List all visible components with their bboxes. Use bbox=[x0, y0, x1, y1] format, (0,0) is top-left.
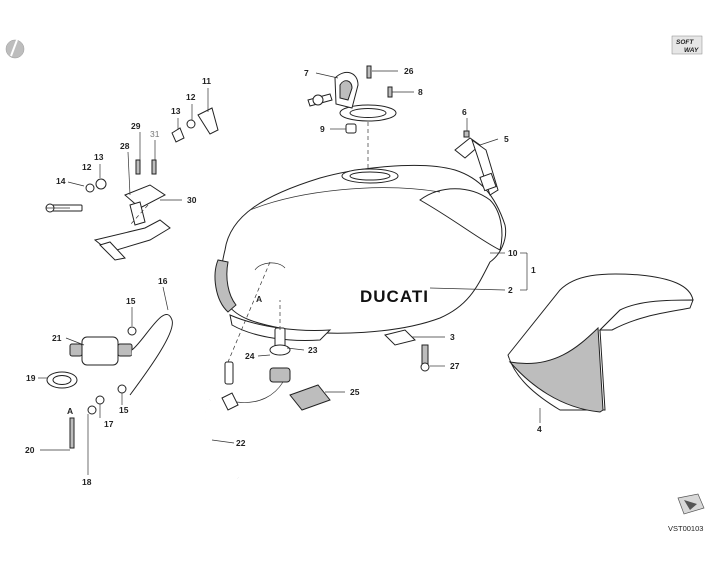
callout-21: 21 bbox=[52, 333, 62, 343]
logo-line-1: SOFT bbox=[676, 39, 694, 46]
callout-29: 29 bbox=[131, 121, 141, 131]
filler-cap bbox=[307, 65, 397, 134]
ref-letter-a-hose: A bbox=[67, 406, 73, 416]
callout-10: 10 bbox=[508, 248, 518, 258]
callout-15-bottom: 15 bbox=[119, 405, 129, 415]
callout-26: 26 bbox=[404, 66, 414, 76]
drawing-code: VST00103 bbox=[668, 524, 703, 533]
badge-icon bbox=[5, 39, 25, 59]
callout-12: 12 bbox=[82, 162, 92, 172]
callout-2: 2 bbox=[508, 285, 513, 295]
mounting-bracket bbox=[384, 329, 430, 372]
callout-22: 22 bbox=[236, 438, 246, 448]
callout-15-top: 15 bbox=[126, 296, 136, 306]
callout-8: 8 bbox=[418, 87, 423, 97]
hose-fittings bbox=[69, 395, 105, 449]
callout-9: 9 bbox=[320, 124, 325, 134]
fuel-tap bbox=[221, 327, 291, 411]
callout-20: 20 bbox=[25, 445, 35, 455]
leader-lines bbox=[38, 70, 541, 475]
callout-19: 19 bbox=[26, 373, 36, 383]
fuel-tank bbox=[214, 164, 507, 341]
softway-logo: SOFT WAY bbox=[671, 35, 703, 55]
callout-18: 18 bbox=[82, 477, 92, 487]
ref-letter-a-tank: A bbox=[256, 294, 262, 304]
callout-23: 23 bbox=[308, 345, 318, 355]
brand-decal: DUCATI bbox=[360, 287, 429, 306]
callout-31: 31 bbox=[150, 129, 160, 139]
callout-12-top: 12 bbox=[186, 92, 196, 102]
callout-27: 27 bbox=[450, 361, 460, 371]
filter-clamp bbox=[46, 371, 78, 389]
fuel-gasket bbox=[289, 384, 331, 411]
callout-5: 5 bbox=[504, 134, 509, 144]
callout-17: 17 bbox=[104, 419, 114, 429]
callout-16: 16 bbox=[158, 276, 168, 286]
callout-13: 13 bbox=[94, 152, 104, 162]
callout-14: 14 bbox=[56, 176, 66, 186]
callout-30: 30 bbox=[187, 195, 197, 205]
callout-4: 4 bbox=[537, 424, 542, 434]
fuel-hoses bbox=[129, 313, 239, 479]
callout-1: 1 bbox=[531, 265, 536, 275]
callout-3: 3 bbox=[450, 332, 455, 342]
pump-bracket bbox=[93, 107, 219, 261]
callout-28: 28 bbox=[120, 141, 130, 151]
callout-11: 11 bbox=[202, 76, 211, 86]
callout-6: 6 bbox=[462, 107, 467, 117]
callout-25: 25 bbox=[350, 387, 360, 397]
callout-13-top: 13 bbox=[171, 106, 181, 116]
tank-cover bbox=[507, 273, 694, 413]
callout-7: 7 bbox=[304, 68, 309, 78]
callout-24: 24 bbox=[245, 351, 255, 361]
next-page-arrow-icon bbox=[677, 493, 705, 515]
fuel-filter bbox=[69, 326, 137, 394]
logo-line-2: WAY bbox=[684, 47, 699, 54]
